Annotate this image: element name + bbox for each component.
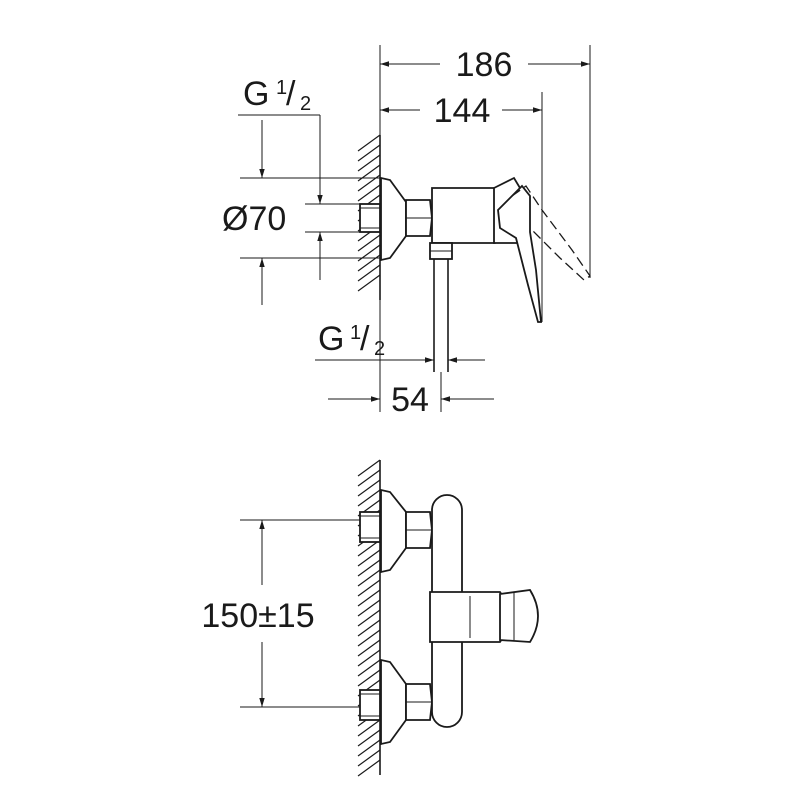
wall-hatch-line (357, 719, 381, 737)
side-view: 186 144 G 1 / 2 Ø70 (222, 45, 591, 419)
lever-handle (497, 184, 542, 323)
wall-hatch-line (357, 469, 381, 487)
wall-flange (380, 176, 407, 262)
thread-g-top: G (243, 75, 269, 113)
dimension-diameter: Ø70 (222, 120, 380, 305)
wall-hatch-line (357, 254, 381, 272)
dimension-54-label: 54 (391, 381, 429, 419)
upper-flange (380, 488, 407, 574)
wall-hatch-line (357, 144, 381, 162)
wall-hatch-line (357, 459, 381, 477)
wall-hatch-line (357, 649, 381, 667)
upper-nipple (359, 511, 381, 543)
wall-hatch-line (357, 164, 381, 182)
wall-hatch-line (357, 244, 381, 262)
wall-hatch-line (357, 669, 381, 687)
thread-label-top: G 1 / 2 (238, 75, 360, 280)
thread-den-top: 2 (300, 93, 311, 115)
thread-slash-bottom: / (360, 320, 370, 358)
wall-hatch-line (357, 569, 381, 587)
wall-hatch-line (357, 234, 381, 252)
dimension-diameter-label: Ø70 (222, 200, 286, 238)
wall-hatch-line (357, 759, 381, 777)
dimension-54: 54 (328, 300, 494, 419)
wall-hatch-line (357, 264, 381, 282)
front-view: 150±15 (201, 459, 539, 777)
dimension-centre-distance: 150±15 (201, 519, 360, 708)
wall-hatch-line (357, 589, 381, 607)
thread-slash-top: / (286, 75, 296, 113)
dimension-144: 144 (380, 92, 543, 322)
wall-hatch-line (357, 749, 381, 767)
thread-num-top: 1 (276, 77, 287, 99)
wall-hatch-line (357, 659, 381, 677)
dimension-186: 186 (379, 45, 591, 278)
wall-hatch-line (357, 184, 381, 202)
wall-hatch-line (357, 134, 381, 152)
wall-hatch-line (357, 579, 381, 597)
lower-nipple (359, 689, 381, 721)
wall-hatch-line (357, 609, 381, 627)
wall-hatch-line (357, 274, 381, 292)
lower-flange (380, 658, 407, 746)
lever-front (499, 589, 539, 643)
inlet-nipple (359, 203, 381, 233)
dimension-186-label: 186 (456, 46, 513, 84)
wall-hatch-line (357, 559, 381, 577)
wall-front (357, 459, 381, 777)
wall-hatch-line (357, 619, 381, 637)
wall-hatch-line (357, 629, 381, 647)
wall-hatch-line (357, 489, 381, 507)
thread-g-bottom: G (318, 320, 344, 358)
wall-hatch-line (357, 739, 381, 757)
mixer-body (431, 187, 501, 244)
wall-hatch-line (357, 174, 381, 192)
lever-alt-position (511, 185, 591, 281)
dimension-144-label: 144 (434, 92, 491, 130)
wall-hatch-line (357, 479, 381, 497)
thread-num-bottom: 1 (350, 322, 361, 344)
thread-label-bottom: G 1 / 2 (315, 320, 485, 363)
wall-hatch-line (357, 599, 381, 617)
cartridge-housing (429, 591, 505, 643)
wall-hatch-line (357, 549, 381, 567)
wall-hatch-line (357, 639, 381, 657)
wall-hatch-line (357, 154, 381, 172)
wall-hatch-line (357, 729, 381, 747)
dimension-centre-distance-label: 150±15 (201, 597, 314, 635)
